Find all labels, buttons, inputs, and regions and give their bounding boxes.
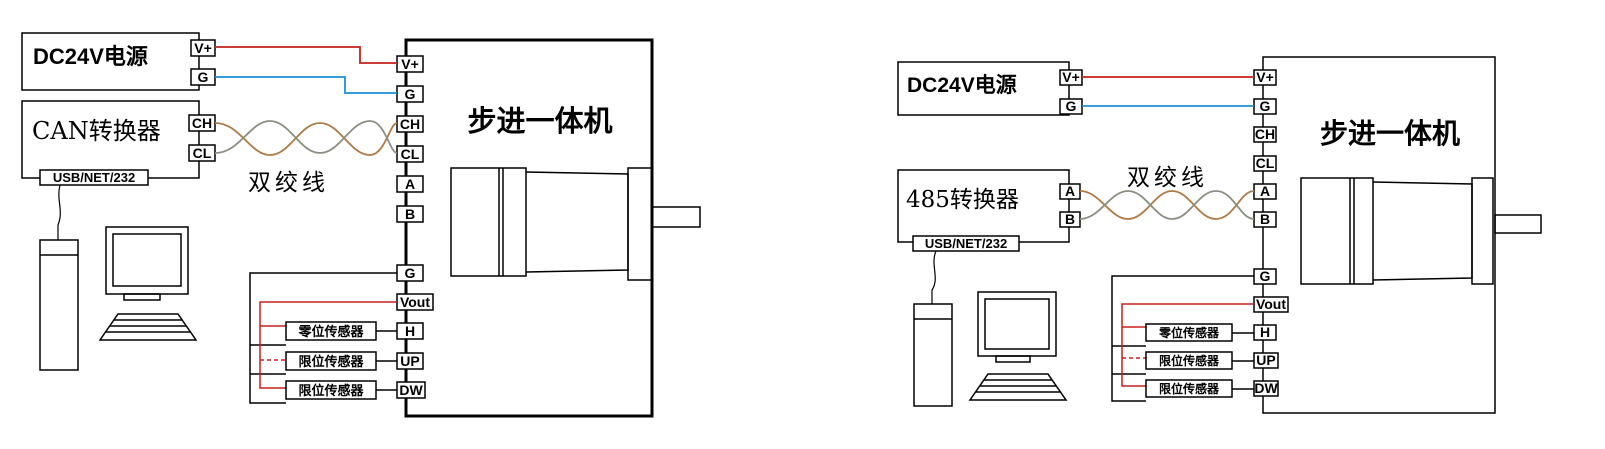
left-term-b: B	[405, 206, 415, 222]
left-computer-icon	[39, 226, 198, 371]
left-power-term-g: G	[198, 69, 209, 85]
left-term-h: H	[405, 323, 415, 339]
right-conv-term-a: A	[1065, 183, 1075, 199]
right-motor-drawing	[1300, 177, 1542, 285]
left-term-vout: Vout	[400, 294, 430, 310]
left-converter	[21, 100, 200, 179]
left-motor-drawing	[450, 167, 701, 281]
right-twisted-pair	[1079, 190, 1255, 220]
right-diagram: 步进一体机 V+ G CH CL A B G Vout	[897, 56, 1542, 414]
right-term-a: A	[1260, 183, 1270, 199]
right-motor-terminals: V+ G CH CL A B G Vout H UP DW	[1253, 69, 1289, 397]
right-sensor-wiring	[1111, 275, 1254, 402]
left-term-ch: CH	[400, 116, 420, 132]
left-power-term-vplus: V+	[194, 40, 212, 56]
right-term-g: G	[1260, 98, 1271, 114]
right-power-supply	[897, 61, 1070, 116]
right-term-vout: Vout	[1256, 296, 1286, 312]
left-term-cl: CL	[401, 146, 420, 162]
right-term-h: H	[1260, 324, 1270, 340]
left-motor-body	[404, 38, 654, 418]
right-term-dw: DW	[1254, 380, 1278, 396]
right-power-term-g: G	[1066, 98, 1077, 114]
left-term-g: G	[405, 86, 416, 102]
left-twisted-pair	[214, 120, 398, 156]
left-usb-cable	[57, 184, 61, 240]
right-conv-term-b: B	[1065, 211, 1075, 227]
left-term-vplus: V+	[401, 56, 419, 72]
right-computer-icon	[913, 291, 1068, 407]
left-sensor-limit-2: 限位传感器	[298, 383, 364, 398]
left-sensor-zero: 零位传感器	[297, 324, 364, 339]
left-conv-port: USB/NET/232	[53, 170, 135, 185]
left-term-dw: DW	[399, 382, 423, 398]
left-motor-terminals: V+ G CH CL A B G Vout H UP DW	[396, 55, 434, 399]
left-converter-label: CAN转换器	[32, 117, 161, 145]
right-term-cl: CL	[1256, 155, 1275, 171]
left-diagram: 步进一体机 V+ G CH CL A B G Vout	[21, 32, 701, 418]
right-motor-title: 步进一体机	[1320, 118, 1460, 149]
right-sensor-limit-1: 限位传感器	[1159, 353, 1220, 368]
left-term-g2: G	[405, 265, 416, 281]
left-motor-title: 步进一体机	[467, 105, 612, 138]
left-conv-term-cl: CL	[193, 145, 212, 161]
left-red-wire	[215, 46, 397, 64]
left-sensor-wiring	[249, 272, 397, 404]
right-converter	[897, 169, 1070, 243]
left-term-a: A	[405, 176, 415, 192]
right-converter-label: 485转换器	[906, 187, 1019, 213]
right-usb-cable	[931, 250, 937, 304]
right-power-label: DC24V电源	[907, 74, 1017, 97]
left-sensor-limit-1: 限位传感器	[298, 354, 364, 369]
left-twisted-label: 双绞线	[248, 170, 329, 196]
left-blue-wire	[215, 76, 397, 94]
right-sensor-limit-2: 限位传感器	[1159, 381, 1220, 396]
left-conv-term-ch: CH	[192, 115, 212, 131]
right-power-term-vplus: V+	[1062, 69, 1080, 85]
right-twisted-label: 双绞线	[1127, 165, 1208, 191]
right-term-up: UP	[1256, 352, 1275, 368]
left-term-up: UP	[400, 353, 419, 369]
right-motor-body	[1262, 56, 1496, 414]
right-sensor-zero: 零位传感器	[1158, 325, 1220, 340]
right-term-vplus: V+	[1256, 69, 1274, 85]
left-power-label: DC24V电源	[33, 44, 148, 69]
right-term-ch: CH	[1255, 126, 1275, 142]
right-term-b: B	[1260, 211, 1270, 227]
right-term-g2: G	[1260, 268, 1271, 284]
right-conv-port: USB/NET/232	[925, 236, 1007, 251]
left-power-supply	[21, 32, 200, 91]
